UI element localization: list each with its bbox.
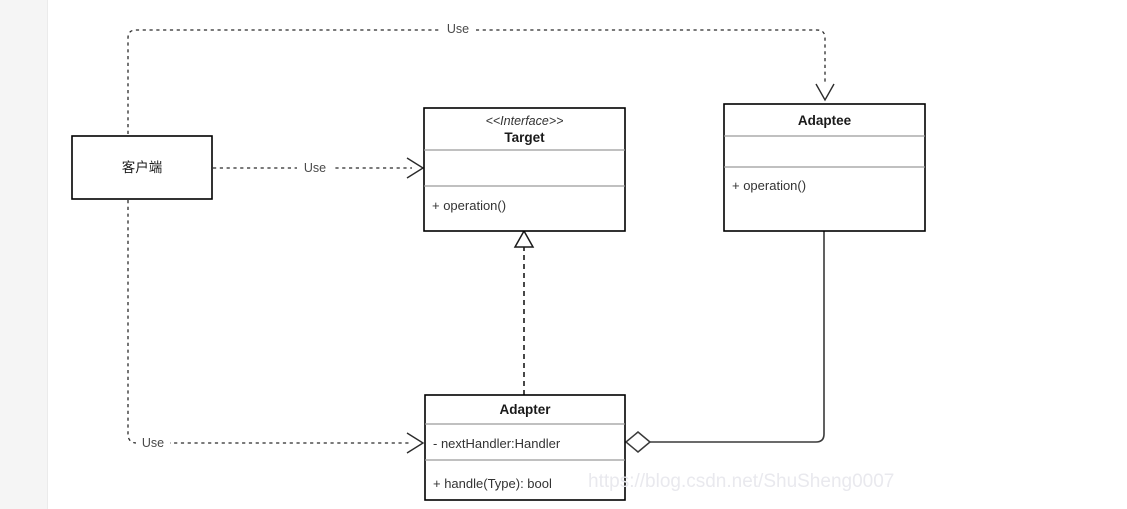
node-target-operation-0: + operation() — [432, 198, 506, 213]
edge-client-to-adaptee[interactable]: Use — [127, 20, 835, 168]
node-adapter-title: Adapter — [499, 402, 551, 417]
edge-client-to-adaptee-path — [127, 29, 826, 168]
page-left-margin — [0, 0, 48, 509]
edge-label-backdrop — [297, 160, 333, 176]
edge-adapter-to-adaptee-path — [650, 231, 825, 443]
hollow-diamond-aggregation — [624, 431, 652, 453]
edge-label-use-bottom: Use — [142, 436, 164, 450]
edge-client-to-adapter-path — [127, 200, 412, 444]
edge-client-to-target[interactable]: Use — [213, 157, 425, 179]
open-arrowhead-adaptee-top — [815, 83, 835, 102]
node-client[interactable]: 客户端 — [71, 135, 213, 200]
edge-label-use-middle: Use — [304, 161, 326, 175]
edge-client-to-adapter[interactable]: Use — [127, 200, 425, 454]
node-target-title: Target — [504, 130, 545, 145]
edge-label-use-top: Use — [447, 22, 469, 36]
node-target-stereotype: <<Interface>> — [486, 114, 564, 128]
open-arrowhead-target-left — [406, 157, 425, 179]
edge-adapter-to-target[interactable] — [513, 229, 535, 395]
hollow-triangle-realization — [513, 229, 535, 248]
node-target-rect — [423, 107, 626, 232]
edge-adapter-to-adaptee[interactable] — [624, 231, 825, 453]
node-adaptee-operation-0: + operation() — [732, 178, 806, 193]
node-adapter[interactable]: Adapter - nextHandler:Handler + handle(T… — [424, 394, 626, 501]
edge-label-backdrop — [136, 435, 170, 451]
open-arrowhead-adapter-left — [406, 432, 425, 454]
node-client-rect — [71, 135, 213, 200]
node-target[interactable]: <<Interface>> Target + operation() — [423, 107, 626, 232]
node-adapter-attribute-0: - nextHandler:Handler — [433, 436, 561, 451]
node-client-title: 客户端 — [122, 159, 163, 175]
node-adaptee[interactable]: Adaptee + operation() — [723, 103, 926, 232]
node-adapter-operation-0: + handle(Type): bool — [433, 476, 552, 491]
edge-label-backdrop — [440, 20, 476, 36]
node-adapter-rect — [424, 394, 626, 501]
node-adaptee-title: Adaptee — [798, 113, 852, 128]
